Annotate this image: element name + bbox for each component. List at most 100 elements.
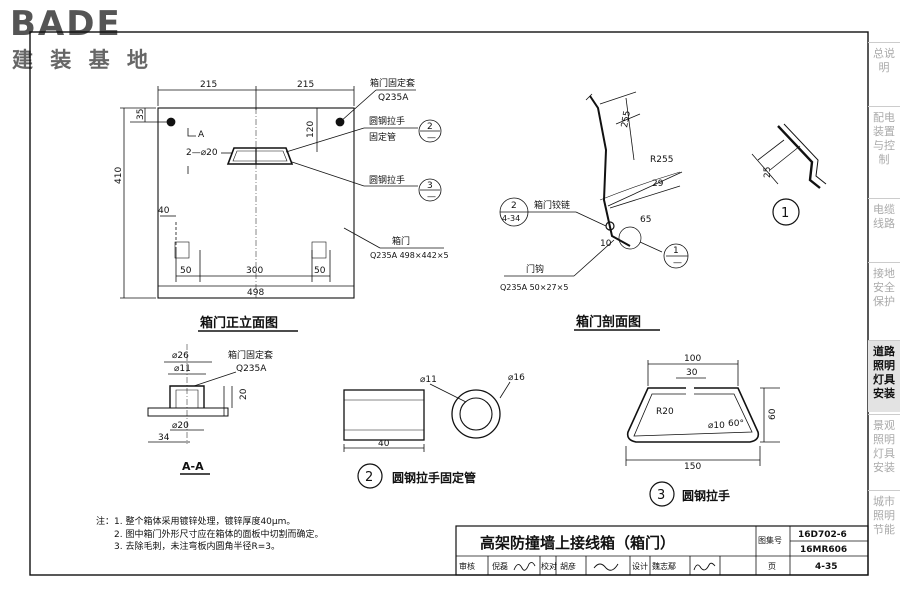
designer-signature — [693, 562, 716, 571]
handle-w150: 150 — [684, 462, 701, 472]
callout-3-top: 3 — [427, 181, 433, 191]
logo-subtitle: 建 装 基 地 — [12, 48, 153, 72]
sidebar-item-road-lighting[interactable]: 道路照明灯具安装 — [868, 340, 900, 412]
pipe-detail: 40 ⌀11 ⌀16 2 圆钢拉手固定管 — [343, 373, 525, 489]
pipe-len: 40 — [378, 439, 390, 449]
pipe-callout — [357, 463, 383, 489]
detail-1-callout — [772, 198, 800, 226]
handle-num: 3 — [657, 488, 665, 503]
title-block-review-label: 审核 — [459, 561, 475, 571]
sidebar-item-label: 景观照明灯具安装 — [873, 419, 895, 474]
title-block-atlas-label: 图集号 — [758, 535, 782, 545]
dim-r255: R255 — [650, 155, 673, 165]
note-3: 3. 去除毛刺，未注弯板内圆角半径R=3。 — [114, 542, 280, 552]
title-block-page-label: 页 — [768, 562, 776, 571]
sidebar: 总说明 配电装置与控制 电缆线路 接地安全保护 道路照明灯具安装 景观照明灯具安… — [868, 30, 900, 585]
aa-w34: 34 — [158, 433, 170, 443]
callout-2-bot: — — [427, 133, 436, 143]
notes-label: 注： — [96, 517, 115, 527]
callout-3 — [418, 178, 442, 202]
dim-29: 29 — [652, 179, 664, 189]
dim-10: 10 — [600, 239, 612, 249]
detail-1-dim: 25 — [763, 167, 773, 178]
aa-d20: ⌀20 — [172, 421, 189, 431]
detail-1: 25 1 — [751, 123, 827, 226]
title-block-check-label: 校对 — [541, 561, 557, 571]
aa-d26: ⌀26 — [172, 351, 189, 361]
front-view-title: 箱门正立面图 — [200, 315, 278, 331]
ref-bot: 4-34 — [502, 214, 520, 223]
sidebar-item-grounding[interactable]: 接地安全保护 — [868, 262, 900, 336]
dim-120: 120 — [306, 121, 316, 138]
label-hook-spec: Q235A 50×27×5 — [500, 283, 568, 292]
dim-498: 498 — [247, 288, 264, 298]
note-2: 2. 图中箱门外形尺寸应在箱体的面板中切割而确定。 — [114, 529, 324, 540]
aa-title: A-A — [182, 460, 204, 473]
sidebar-item-label: 城市照明节能 — [873, 495, 895, 536]
sidebar-item-label: 总说明 — [873, 47, 895, 74]
handle-r20: R20 — [656, 407, 674, 417]
title-block: 高架防撞墙上接线箱（箱门） 图集号 16D702-6 16MR606 审核 倪磊… — [455, 525, 869, 576]
sheet-border — [29, 31, 869, 576]
aa-mat: Q235A — [236, 364, 267, 374]
handle-w30: 30 — [686, 368, 698, 378]
dim-300: 300 — [246, 266, 263, 276]
handle-title: 圆钢拉手 — [682, 488, 730, 503]
note-1: 1. 整个箱体采用镀锌处理，镀锌厚度40μm。 — [114, 517, 296, 527]
front-view: 215 215 410 35 A 120 2—⌀20 40 — [114, 77, 449, 332]
title-block-title: 高架防撞墙上接线箱（箱门） — [480, 534, 675, 552]
label-sleeve: 箱门固定套 — [370, 77, 415, 89]
detail-1-num: 1 — [781, 206, 789, 221]
sidebar-item-label: 道路照明灯具安装 — [873, 345, 895, 400]
label-hinge: 箱门铰链 — [534, 199, 570, 211]
aa-label: 箱门固定套 — [228, 349, 273, 361]
handle-w100: 100 — [684, 354, 701, 364]
pipe-d11: ⌀11 — [420, 375, 437, 385]
callout-2-top: 2 — [427, 122, 433, 132]
callout-3-bot: — — [427, 192, 436, 202]
sidebar-item-distribution[interactable]: 配电装置与控制 — [868, 106, 900, 196]
handle-d10: ⌀10 — [708, 421, 725, 431]
callout-1-ref-bot: — — [673, 258, 682, 268]
hole-label: 2—⌀20 — [186, 148, 218, 158]
logo: BADE 建 装 基 地 — [6, 4, 156, 74]
section-view-title: 箱门剖面图 — [576, 314, 641, 330]
label-door-spec: Q235A 498×442×5 — [370, 251, 449, 260]
aa-d11: ⌀11 — [174, 364, 191, 374]
dim-35: 35 — [136, 109, 146, 120]
handle-detail: 100 30 R20 ⌀10 60° 60 150 3 圆钢拉手 — [625, 354, 780, 507]
sidebar-item-general[interactable]: 总说明 — [868, 42, 900, 104]
dim-215-left: 215 — [200, 80, 217, 90]
section-aa: ⌀26 ⌀11 箱门固定套 Q235A 20 ⌀20 34 A-A — [147, 344, 273, 475]
title-block-atlas-no2: 16MR606 — [800, 545, 847, 555]
label-handle-pipe-2: 固定管 — [369, 131, 396, 143]
handle-h60: 60 — [768, 408, 778, 420]
title-block-checker: 胡彦 — [560, 561, 576, 571]
sidebar-item-label: 配电装置与控制 — [873, 111, 895, 166]
pipe-d16: ⌀16 — [508, 373, 525, 383]
title-block-design-label: 设计 — [632, 561, 648, 571]
pipe-title: 圆钢拉手固定管 — [392, 470, 476, 485]
sidebar-item-landscape-lighting[interactable]: 景观照明灯具安装 — [868, 414, 900, 488]
sidebar-item-label: 接地安全保护 — [873, 267, 895, 308]
callout-2 — [418, 119, 442, 143]
sidebar-item-energy-saving[interactable]: 城市照明节能 — [868, 490, 900, 560]
sidebar-item-cable[interactable]: 电缆线路 — [868, 198, 900, 260]
dim-65: 65 — [640, 215, 651, 225]
reviewer-signature — [513, 561, 536, 571]
dim-255: 255 — [620, 110, 633, 129]
pipe-num: 2 — [365, 470, 373, 485]
section-view: 255 R255 29 65 10 1 — 2 4-34 箱门铰链 门钩 Q23… — [499, 91, 689, 331]
aa-h20: 20 — [239, 388, 249, 400]
handle-callout — [649, 481, 675, 507]
dim-50-left: 50 — [180, 266, 192, 276]
title-block-atlas-no1: 16D702-6 — [798, 530, 847, 540]
logo-brand: BADE — [10, 4, 122, 44]
label-sleeve-mat: Q235A — [378, 93, 409, 103]
title-block-designer: 魏志鄢 — [652, 561, 676, 571]
callout-1-ref-top: 1 — [673, 246, 679, 256]
checker-signature — [593, 563, 619, 571]
dim-40: 40 — [158, 206, 170, 216]
label-door: 箱门 — [392, 235, 410, 247]
